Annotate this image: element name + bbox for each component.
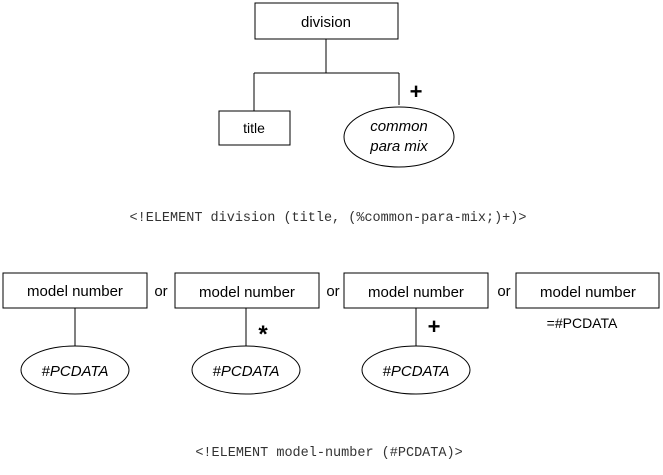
model-number-node-4: [515, 272, 660, 309]
one-or-more-mark-2: +: [428, 314, 441, 339]
model-number-node-3-label: model number: [368, 284, 464, 301]
zero-or-more-mark: *: [258, 321, 268, 348]
pcdata-node-2-label: #PCDATA: [213, 363, 280, 380]
pcdata-note: =#PCDATA: [547, 315, 618, 331]
title-node-label: title: [243, 120, 265, 136]
common-para-mix-line2: para mix: [369, 138, 428, 155]
division-node-label: division: [301, 14, 351, 31]
model-number-declaration: <!ELEMENT model-number (#PCDATA)>: [195, 446, 462, 461]
model-number-node-4-label: model number: [540, 284, 636, 301]
pcdata-node-1-label: #PCDATA: [42, 363, 109, 380]
pcdata-node-3-label: #PCDATA: [383, 363, 450, 380]
one-or-more-mark: +: [410, 79, 423, 104]
pcdata-node-1: [20, 345, 130, 395]
division-node: [254, 2, 399, 40]
or-label-2: or: [326, 283, 339, 300]
pcdata-node-2: [191, 345, 301, 395]
model-number-node-1: [2, 272, 148, 309]
model-number-node-2: [174, 272, 320, 309]
title-node: [218, 110, 291, 146]
or-label-1: or: [154, 283, 167, 300]
common-para-mix-node: [343, 106, 455, 168]
common-para-mix-line1: common: [370, 118, 428, 135]
model-number-node-1-label: model number: [27, 283, 123, 300]
division-declaration: <!ELEMENT division (title, (%common-para…: [130, 211, 527, 226]
or-label-3: or: [497, 283, 510, 300]
pcdata-node-3: [361, 345, 471, 395]
model-number-node-2-label: model number: [199, 284, 295, 301]
